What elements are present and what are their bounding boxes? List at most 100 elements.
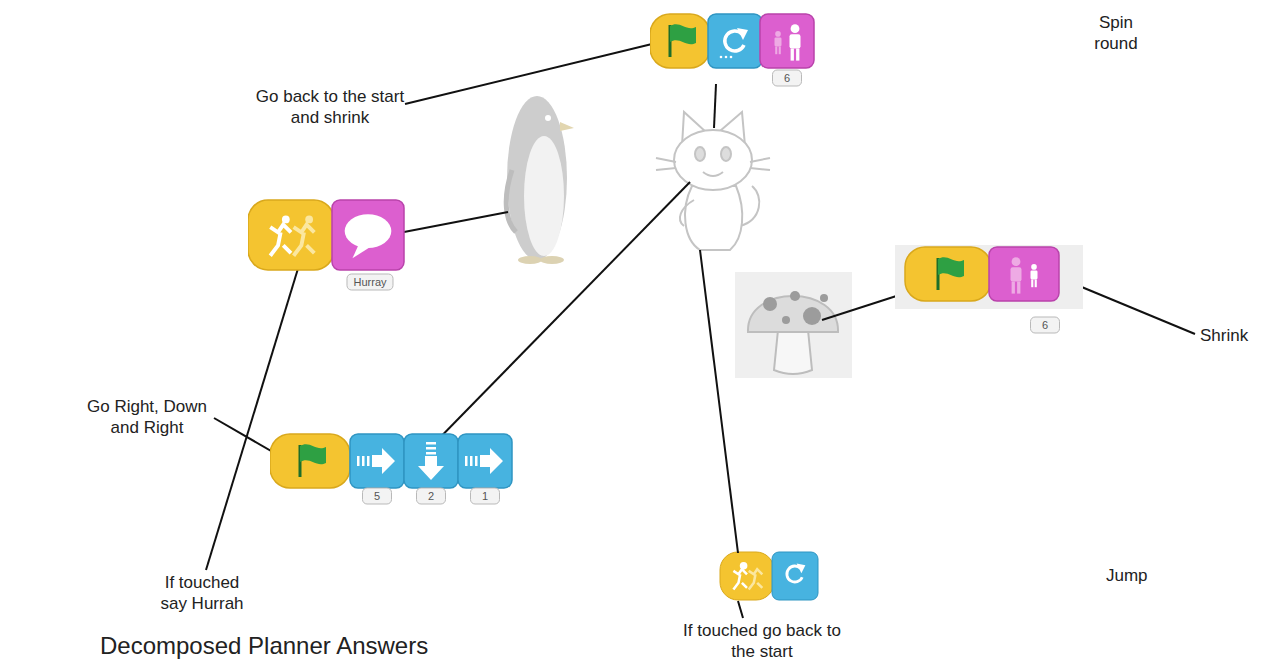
code-block xyxy=(708,14,762,68)
block-icon xyxy=(938,257,964,290)
reset-dot xyxy=(730,56,733,59)
block-icon xyxy=(300,444,326,477)
arrow-bar xyxy=(475,456,478,466)
caption: Decomposed Planner Answers xyxy=(100,632,428,660)
code-block xyxy=(248,200,334,270)
parameter-value: Hurray xyxy=(346,274,393,291)
icon-part xyxy=(1012,257,1021,266)
penguin-sprite xyxy=(506,96,574,264)
person-icon xyxy=(775,31,782,54)
arrow-bar xyxy=(362,456,365,466)
arrow-bar xyxy=(426,447,436,450)
block-body xyxy=(650,14,710,68)
arrow-bar xyxy=(470,456,473,466)
leader-line xyxy=(714,84,716,128)
icon-part xyxy=(1017,282,1020,294)
block-icon xyxy=(418,442,444,480)
down-arrow xyxy=(418,456,444,480)
runner-head xyxy=(305,216,313,224)
block-icon xyxy=(345,214,392,258)
script-blocks: 5 2 1 xyxy=(270,432,570,512)
description-label: Shrink xyxy=(1200,325,1270,346)
leader-line xyxy=(700,250,738,553)
block-body xyxy=(270,434,350,488)
block-body xyxy=(248,200,334,270)
block-body xyxy=(760,14,814,68)
parameter-value: 1 xyxy=(470,488,500,505)
block-icon xyxy=(670,24,696,57)
code-block xyxy=(332,200,404,270)
icon-part xyxy=(1031,264,1037,270)
block-icon xyxy=(720,28,748,58)
icon-part xyxy=(1035,280,1037,288)
person-icon xyxy=(1011,257,1022,293)
leader-line xyxy=(404,212,508,232)
arrow-bar xyxy=(426,442,436,445)
description-label: If touched say Hurrah xyxy=(150,572,254,614)
icon-part xyxy=(791,24,800,33)
parameter-value: 6 xyxy=(772,70,802,87)
icon-part xyxy=(775,47,777,55)
runner xyxy=(294,225,315,256)
right-arrow xyxy=(480,448,503,474)
icon-part xyxy=(1012,282,1015,294)
person-icon xyxy=(790,24,801,60)
icon-part xyxy=(1031,280,1033,288)
runner xyxy=(270,225,291,256)
leader-line xyxy=(420,182,690,458)
arrow-bar xyxy=(426,452,436,455)
description-label: If touched go back to the start xyxy=(672,620,852,662)
description-label: Go Right, Down and Right xyxy=(80,396,214,438)
icon-part xyxy=(779,47,781,55)
icon-part xyxy=(775,37,782,46)
block-body xyxy=(905,247,991,301)
code-block xyxy=(458,434,512,488)
arrow-bar xyxy=(357,456,360,466)
icon-part xyxy=(791,49,794,61)
flag-cloth xyxy=(938,257,964,277)
block-body xyxy=(458,434,512,488)
arrow-bar xyxy=(367,456,370,466)
runner-head xyxy=(282,216,290,224)
block-icon xyxy=(1011,257,1038,293)
code-block xyxy=(404,434,458,488)
script-blocks: Hurray xyxy=(248,198,413,296)
leader-lines xyxy=(206,44,1195,618)
flag-cloth xyxy=(300,444,326,464)
bump-reset-script xyxy=(720,552,818,600)
parameter-value: 5 xyxy=(362,488,392,505)
leader-line xyxy=(738,601,743,618)
code-block xyxy=(760,14,814,68)
speech-bubble xyxy=(345,214,392,248)
block-icon xyxy=(465,448,503,474)
block-body xyxy=(350,434,404,488)
block-background xyxy=(895,245,1083,309)
script-blocks: 6 xyxy=(650,12,820,96)
code-block xyxy=(905,247,991,301)
block-icon xyxy=(357,448,395,474)
description-label: Spin round xyxy=(1080,12,1152,54)
icon-part xyxy=(1031,270,1038,279)
parameter-value: 2 xyxy=(416,488,446,505)
icon-part xyxy=(790,34,801,48)
reset-head xyxy=(737,28,748,40)
reset-dot xyxy=(720,56,723,59)
description-label: Go back to the start and shrink xyxy=(255,86,405,128)
script-blocks: 6 xyxy=(895,245,1083,337)
reset-dot xyxy=(725,56,728,59)
block-body xyxy=(404,434,458,488)
block-body xyxy=(332,200,404,270)
description-label: Jump xyxy=(1106,565,1176,586)
icon-part xyxy=(775,31,781,37)
code-block xyxy=(350,434,404,488)
cat-sprite xyxy=(656,112,770,250)
right-arrow xyxy=(372,448,395,474)
icon-part xyxy=(1011,267,1022,281)
code-block xyxy=(989,247,1059,301)
leader-line xyxy=(405,44,652,104)
parameter-value: 6 xyxy=(1030,317,1060,334)
arrow-bar xyxy=(465,456,468,466)
block-icon xyxy=(775,24,801,60)
